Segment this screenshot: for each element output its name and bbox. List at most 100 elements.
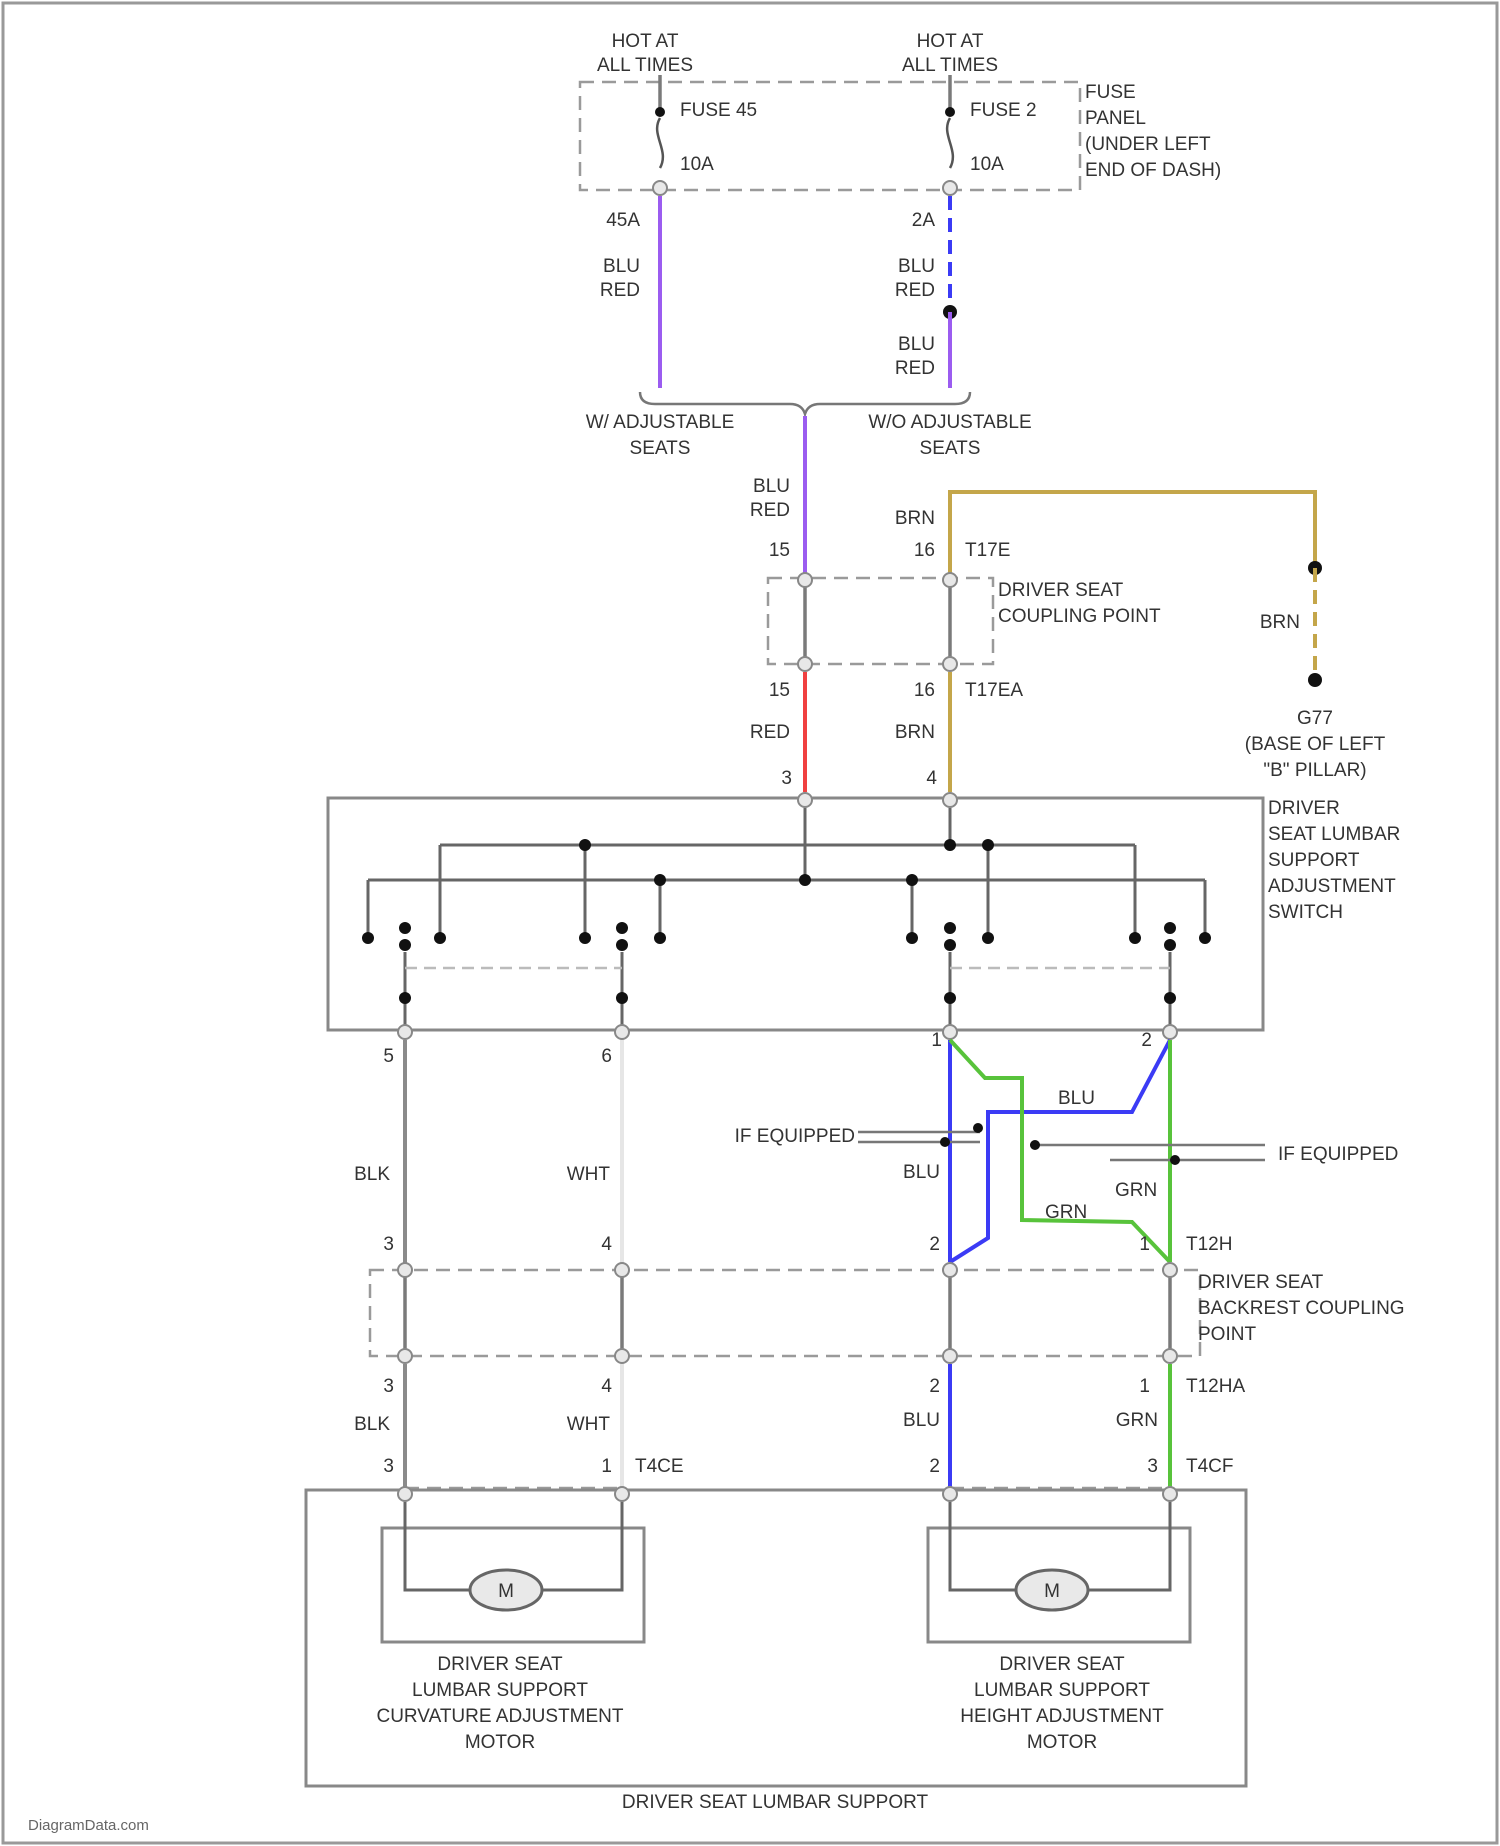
wire-brn-ground-color: BRN <box>1260 612 1300 633</box>
seat-coupling-pin-tr: 16 <box>914 540 935 561</box>
fuse-2-name: FUSE 2 <box>970 100 1037 121</box>
fuse-panel-label-1: FUSE <box>1085 82 1136 103</box>
backrest-pin-bot-2: 4 <box>601 1376 612 1397</box>
seat-coupling-conn-top: T17E <box>965 540 1010 561</box>
backrest-pin-bot-4: 1 <box>1139 1376 1150 1397</box>
watermark: DiagramData.com <box>28 1817 149 1834</box>
backrest-label-3: POINT <box>1198 1324 1256 1345</box>
hot-right-line1: HOT AT <box>917 31 984 52</box>
fuse-panel-label-4: END OF DASH) <box>1085 160 1221 181</box>
switch-wiper-dots <box>399 992 1176 1004</box>
if-equipped-left: IF EQUIPPED <box>735 1126 855 1147</box>
switch-label-1: DRIVER <box>1268 798 1340 819</box>
switch-box <box>328 798 1263 1030</box>
fuse-2-element <box>947 118 953 168</box>
seat-coupling-label-1: DRIVER SEAT <box>998 580 1124 601</box>
backrest-pins <box>398 1263 1177 1363</box>
wire-grn-cross <box>950 1040 1170 1262</box>
branch-with-1: W/ ADJUSTABLE <box>586 412 735 433</box>
wire-grn-cross-label-b: GRN <box>1045 1202 1087 1223</box>
motor-pin-3: 2 <box>929 1456 940 1477</box>
fuse-panel-label-3: (UNDER LEFT <box>1085 134 1211 155</box>
switch-out-label-6: 6 <box>601 1046 612 1067</box>
wire-fuse2-color-2: RED <box>895 280 935 301</box>
motor-left-label-2: LUMBAR SUPPORT <box>412 1680 588 1701</box>
motor-left-label-1: DRIVER SEAT <box>437 1654 563 1675</box>
hot-left-line1: HOT AT <box>612 31 679 52</box>
fuse-panel-box <box>580 82 1080 190</box>
fuse-45-dot <box>655 107 665 117</box>
switch-pin-in-left: 3 <box>781 768 792 789</box>
fuse-2-rating: 10A <box>970 154 1004 175</box>
coupling-pin-bl <box>798 657 812 671</box>
backrest-conn-top: T12H <box>1186 1234 1232 1255</box>
switch-out-pin-6 <box>615 1025 629 1039</box>
switch-out-label-1: 1 <box>931 1030 942 1051</box>
coupling-pin-br <box>943 657 957 671</box>
motor-pin-1: 3 <box>383 1456 394 1477</box>
coupling-pin-tr <box>943 573 957 587</box>
backrest-pin-top-3: 2 <box>929 1234 940 1255</box>
motor-conn-right: T4CF <box>1186 1456 1234 1477</box>
if-equipped-right: IF EQUIPPED <box>1278 1144 1398 1165</box>
seat-coupling-label-2: COUPLING POINT <box>998 606 1161 627</box>
wire-brn-color: BRN <box>895 722 935 743</box>
switch-label-3: SUPPORT <box>1268 850 1360 871</box>
seat-coupling-conn-bot: T17EA <box>965 680 1023 701</box>
backrest-pin-bot-1: 3 <box>383 1376 394 1397</box>
wire-blu-cross-label-a: BLU <box>1058 1088 1095 1109</box>
backrest-label-2: BACKREST COUPLING <box>1198 1298 1405 1319</box>
wire-fuse45-color-2: RED <box>600 280 640 301</box>
branch-with-2: SEATS <box>630 438 691 459</box>
wire-wht-color-lower: WHT <box>567 1414 611 1435</box>
backrest-pin-top-1: 3 <box>383 1234 394 1255</box>
backrest-coupling-box <box>370 1270 1200 1356</box>
switch-pin-in-red <box>798 793 812 807</box>
switch-internal-bus <box>368 808 1205 935</box>
option-bracket <box>640 392 970 414</box>
motor-right-label-1: DRIVER SEAT <box>999 1654 1125 1675</box>
motor-left-label-3: CURVATURE ADJUSTMENT <box>376 1706 623 1727</box>
switch-out-pin-5 <box>398 1025 412 1039</box>
fuse-2-dot <box>945 107 955 117</box>
motor-right-label-2: LUMBAR SUPPORT <box>974 1680 1150 1701</box>
switch-pin-in-brn <box>943 793 957 807</box>
footer-label: DRIVER SEAT LUMBAR SUPPORT <box>622 1792 929 1813</box>
motor-left-label-4: MOTOR <box>465 1732 535 1753</box>
hot-left-line2: ALL TIMES <box>597 55 693 76</box>
switch-label-2: SEAT LUMBAR <box>1268 824 1400 845</box>
motor-right-label-3: HEIGHT ADJUSTMENT <box>960 1706 1164 1727</box>
seat-coupling-box <box>768 578 993 664</box>
wire-blk-color-lower: BLK <box>354 1414 390 1435</box>
switch-label-4: ADJUSTMENT <box>1268 876 1396 897</box>
motor-pin-4: 3 <box>1147 1456 1158 1477</box>
ground-location-1: (BASE OF LEFT <box>1245 734 1386 755</box>
fuse-45-rating: 10A <box>680 154 714 175</box>
fuse-45-pin <box>653 181 667 195</box>
wire-grn-cross-label-a: GRN <box>1115 1180 1157 1201</box>
seat-coupling-pin-br: 16 <box>914 680 935 701</box>
wire-brn-top-color: BRN <box>895 508 935 529</box>
motor-right-m: M <box>1044 1581 1060 1602</box>
page-frame <box>3 3 1497 1843</box>
ground-label: G77 <box>1297 708 1333 729</box>
branch-without-2: SEATS <box>920 438 981 459</box>
hot-right-line2: ALL TIMES <box>902 55 998 76</box>
backrest-internal-wires <box>405 1276 1170 1350</box>
backrest-conn-bot: T12HA <box>1186 1376 1245 1397</box>
switch-wipers <box>405 952 1170 1030</box>
wire-coupling-color-1: BLU <box>753 476 790 497</box>
wire-fuse2-color-1: BLU <box>898 256 935 277</box>
wire-red-color: RED <box>750 722 790 743</box>
fuse-45-element <box>657 118 663 168</box>
wire-wht-color-upper: WHT <box>567 1164 611 1185</box>
fuse-panel-label-2: PANEL <box>1085 108 1146 129</box>
backrest-pin-bot-3: 2 <box>929 1376 940 1397</box>
wire-blu-cross-label-b: BLU <box>903 1162 940 1183</box>
backrest-label-1: DRIVER SEAT <box>1198 1272 1324 1293</box>
switch-out-label-5: 5 <box>383 1046 394 1067</box>
switch-contacts <box>362 922 1211 951</box>
lumbar-support-box <box>306 1490 1246 1786</box>
ground-dot-bottom <box>1308 673 1322 687</box>
